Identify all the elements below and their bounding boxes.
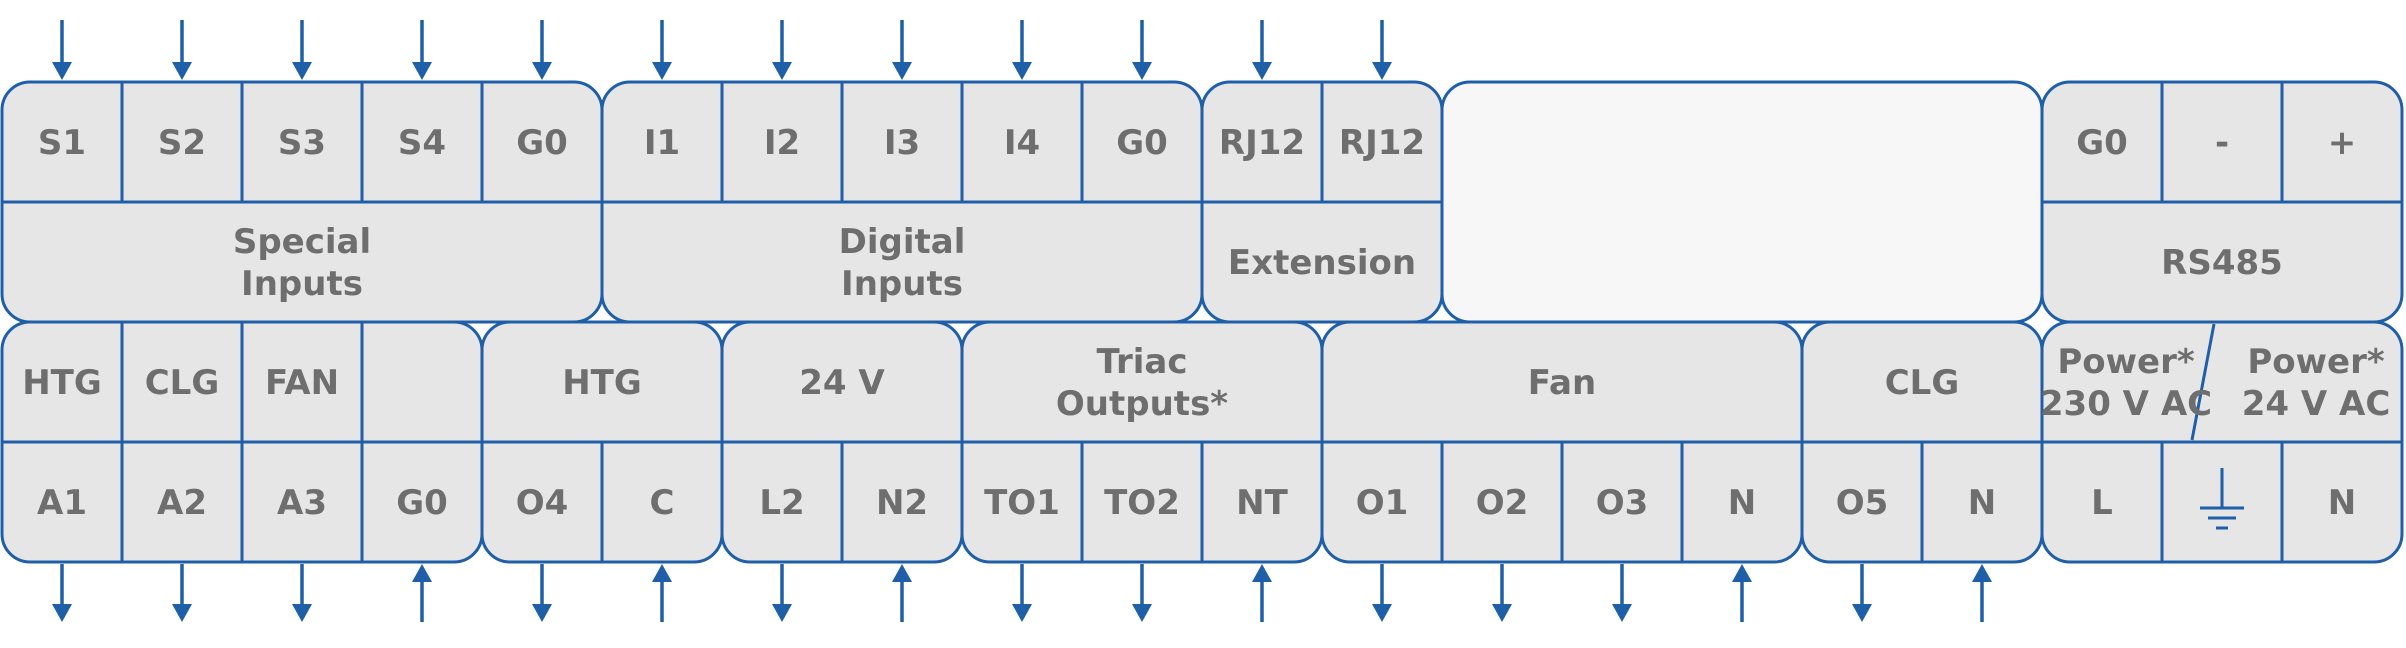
arrow-down-icon — [1252, 62, 1272, 80]
arrow-down-icon — [532, 62, 552, 80]
arrow-down-icon — [532, 604, 552, 622]
terminal-l: L — [2091, 483, 2113, 523]
terminal-i2: I2 — [764, 123, 800, 163]
earth-ground-icon — [2200, 468, 2244, 530]
terminal-minus: - — [2215, 123, 2229, 163]
arrow-down-icon — [652, 62, 672, 80]
block-display — [1440, 80, 2044, 324]
terminal-o3: O3 — [1596, 483, 1649, 523]
terminal-s3: S3 — [278, 123, 326, 163]
terminal-l2: L2 — [759, 483, 804, 523]
arrow-down-icon — [1012, 62, 1032, 80]
group-htg: HTG — [562, 363, 642, 403]
group-analog-htg: HTG — [22, 363, 102, 403]
terminal-s4: S4 — [398, 123, 446, 163]
arrow-down-icon — [1612, 604, 1632, 622]
arrow-up-icon — [1252, 564, 1272, 582]
arrow-down-icon — [292, 62, 312, 80]
terminal-g0-digital: G0 — [1116, 123, 1168, 163]
terminal-s1: S1 — [38, 123, 86, 163]
terminal-plus: + — [2328, 123, 2357, 163]
wiring-arrows — [52, 20, 1992, 622]
arrow-down-icon — [1132, 604, 1152, 622]
terminal-o1: O1 — [1356, 483, 1409, 523]
arrow-down-icon — [412, 62, 432, 80]
terminal-a3: A3 — [277, 483, 327, 523]
arrow-down-icon — [1012, 604, 1032, 622]
terminal-i1: I1 — [644, 123, 680, 163]
group-rs485: RS485 — [2161, 243, 2283, 283]
terminal-nt: NT — [1236, 483, 1288, 523]
arrow-down-icon — [1852, 604, 1872, 622]
arrow-down-icon — [52, 604, 72, 622]
terminal-s2: S2 — [158, 123, 206, 163]
group-power-230: Power*230 V AC — [2040, 342, 2212, 424]
terminal-o5: O5 — [1836, 483, 1889, 523]
arrow-down-icon — [172, 604, 192, 622]
arrow-down-icon — [1372, 604, 1392, 622]
arrow-down-icon — [772, 62, 792, 80]
group-analog-fan: FAN — [265, 363, 339, 403]
group-24v: 24 V — [799, 363, 885, 403]
arrow-down-icon — [1132, 62, 1152, 80]
terminal-o4: O4 — [516, 483, 569, 523]
group-extension: Extension — [1228, 243, 1416, 283]
group-clg: CLG — [1885, 363, 1960, 403]
terminal-g0-rs485: G0 — [2076, 123, 2128, 163]
arrow-up-icon — [892, 564, 912, 582]
terminal-n-fan: N — [1728, 483, 1756, 523]
group-analog-clg: CLG — [145, 363, 220, 403]
terminal-to2: TO2 — [1104, 483, 1180, 523]
group-fan: Fan — [1528, 363, 1596, 403]
terminal-rj12-1: RJ12 — [1219, 123, 1305, 163]
terminal-to1: TO1 — [984, 483, 1060, 523]
terminal-o2: O2 — [1476, 483, 1529, 523]
terminal-c: C — [650, 483, 675, 523]
terminal-a2: A2 — [157, 483, 207, 523]
block-dividers — [2, 82, 2402, 562]
terminal-i4: I4 — [1004, 123, 1040, 163]
terminal-rj12-2: RJ12 — [1339, 123, 1425, 163]
terminal-g0-analog: G0 — [396, 483, 448, 523]
arrow-up-icon — [412, 564, 432, 582]
terminal-n2: N2 — [876, 483, 928, 523]
arrow-up-icon — [1732, 564, 1752, 582]
arrow-down-icon — [52, 62, 72, 80]
arrow-down-icon — [172, 62, 192, 80]
power-slash-divider — [2190, 323, 2216, 441]
terminal-i3: I3 — [884, 123, 920, 163]
arrow-down-icon — [292, 604, 312, 622]
terminal-a1: A1 — [37, 483, 87, 523]
arrow-down-icon — [772, 604, 792, 622]
arrow-down-icon — [1372, 62, 1392, 80]
arrow-down-icon — [1492, 604, 1512, 622]
arrow-up-icon — [1972, 564, 1992, 582]
terminal-n-power: N — [2328, 483, 2356, 523]
terminal-g0-special: G0 — [516, 123, 568, 163]
symbol-icons — [2200, 468, 2244, 530]
group-power-24: Power*24 V AC — [2242, 342, 2391, 424]
arrow-up-icon — [652, 564, 672, 582]
arrow-down-icon — [892, 62, 912, 80]
terminal-n-clg: N — [1968, 483, 1996, 523]
